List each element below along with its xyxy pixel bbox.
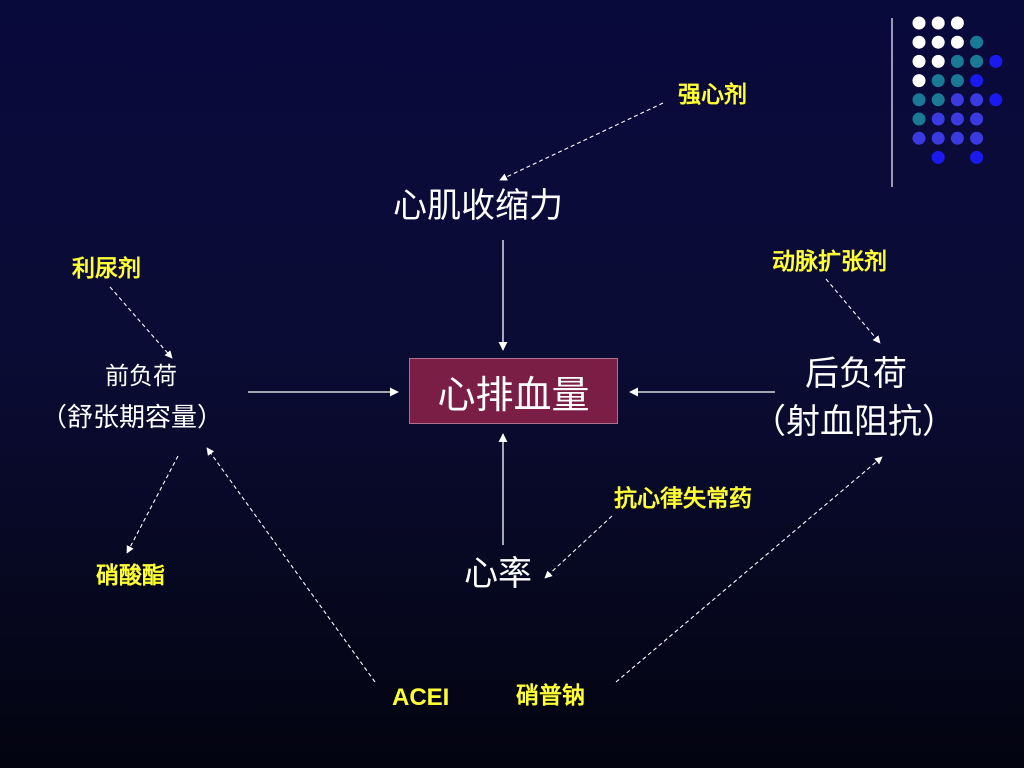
decorative-dot — [912, 74, 926, 88]
decorative-dot — [970, 74, 984, 88]
decorative-dot — [931, 54, 945, 68]
decorative-dot — [912, 131, 926, 145]
contractility-label: 心肌收缩力 — [393, 186, 563, 226]
dot-group — [912, 16, 1003, 164]
decorative-dot — [950, 112, 964, 126]
preload-label: 前负荷 — [105, 362, 177, 390]
decorative-dot — [950, 74, 964, 88]
decorative-dot — [931, 131, 945, 145]
decorative-dot — [931, 16, 945, 30]
decorative-dot — [950, 35, 964, 49]
heart-rate-label: 心率 — [464, 554, 532, 594]
decorative-dot — [912, 112, 926, 126]
decorative-dot — [950, 54, 964, 68]
arrow-inotropes-to-contractility — [499, 102, 664, 181]
diuretics-label: 利尿剂 — [72, 256, 141, 282]
antiarrhythmics-label: 抗心律失常药 — [614, 486, 752, 512]
decorative-dot — [912, 93, 926, 107]
decorative-dot — [970, 131, 984, 145]
nitrates-label: 硝酸酯 — [96, 563, 165, 589]
arrow-acei-to-preload — [206, 447, 376, 683]
afterload-label: 后负荷 — [805, 354, 907, 394]
decorative-dot — [912, 54, 926, 68]
decorative-dot — [912, 16, 926, 30]
decorative-dot — [950, 93, 964, 107]
decorative-dot — [970, 93, 984, 107]
afterload-sublabel: （射血阻抗） — [752, 402, 956, 442]
decorative-dot — [989, 54, 1003, 68]
nitroprusside-label: 硝普钠 — [516, 683, 585, 709]
decorative-dot — [931, 150, 945, 164]
inotropes-label: 强心剂 — [678, 82, 747, 108]
preload-sublabel: （舒张期容量） — [41, 403, 224, 433]
decorative-dot — [950, 131, 964, 145]
decorative-dot — [931, 93, 945, 107]
arrow-diuretics-to-preload — [109, 286, 173, 359]
decorative-dot — [989, 93, 1003, 107]
decorative-dot — [970, 35, 984, 49]
decorative-dot — [970, 54, 984, 68]
decorative-dot — [931, 74, 945, 88]
decorative-dot — [931, 112, 945, 126]
arrow-dilators-to-afterload — [825, 278, 881, 344]
decorative-dot — [931, 35, 945, 49]
arrow-preload-to-nitrates — [126, 455, 179, 554]
decorative-dot — [970, 150, 984, 164]
cardiac-output-label: 心排血量 — [437, 372, 590, 417]
acei-label: ACEI — [392, 684, 450, 711]
cardiac-output-box: 心排血量 — [409, 358, 618, 424]
arrow-nitroprusside-to-afterload — [615, 456, 883, 683]
arterial-dilators-label: 动脉扩张剂 — [772, 249, 887, 275]
decorative-dot — [950, 16, 964, 30]
arrow-antiarrhythmics-to-heartrate — [544, 515, 613, 579]
decorative-dot — [970, 112, 984, 126]
decorative-dot — [912, 35, 926, 49]
